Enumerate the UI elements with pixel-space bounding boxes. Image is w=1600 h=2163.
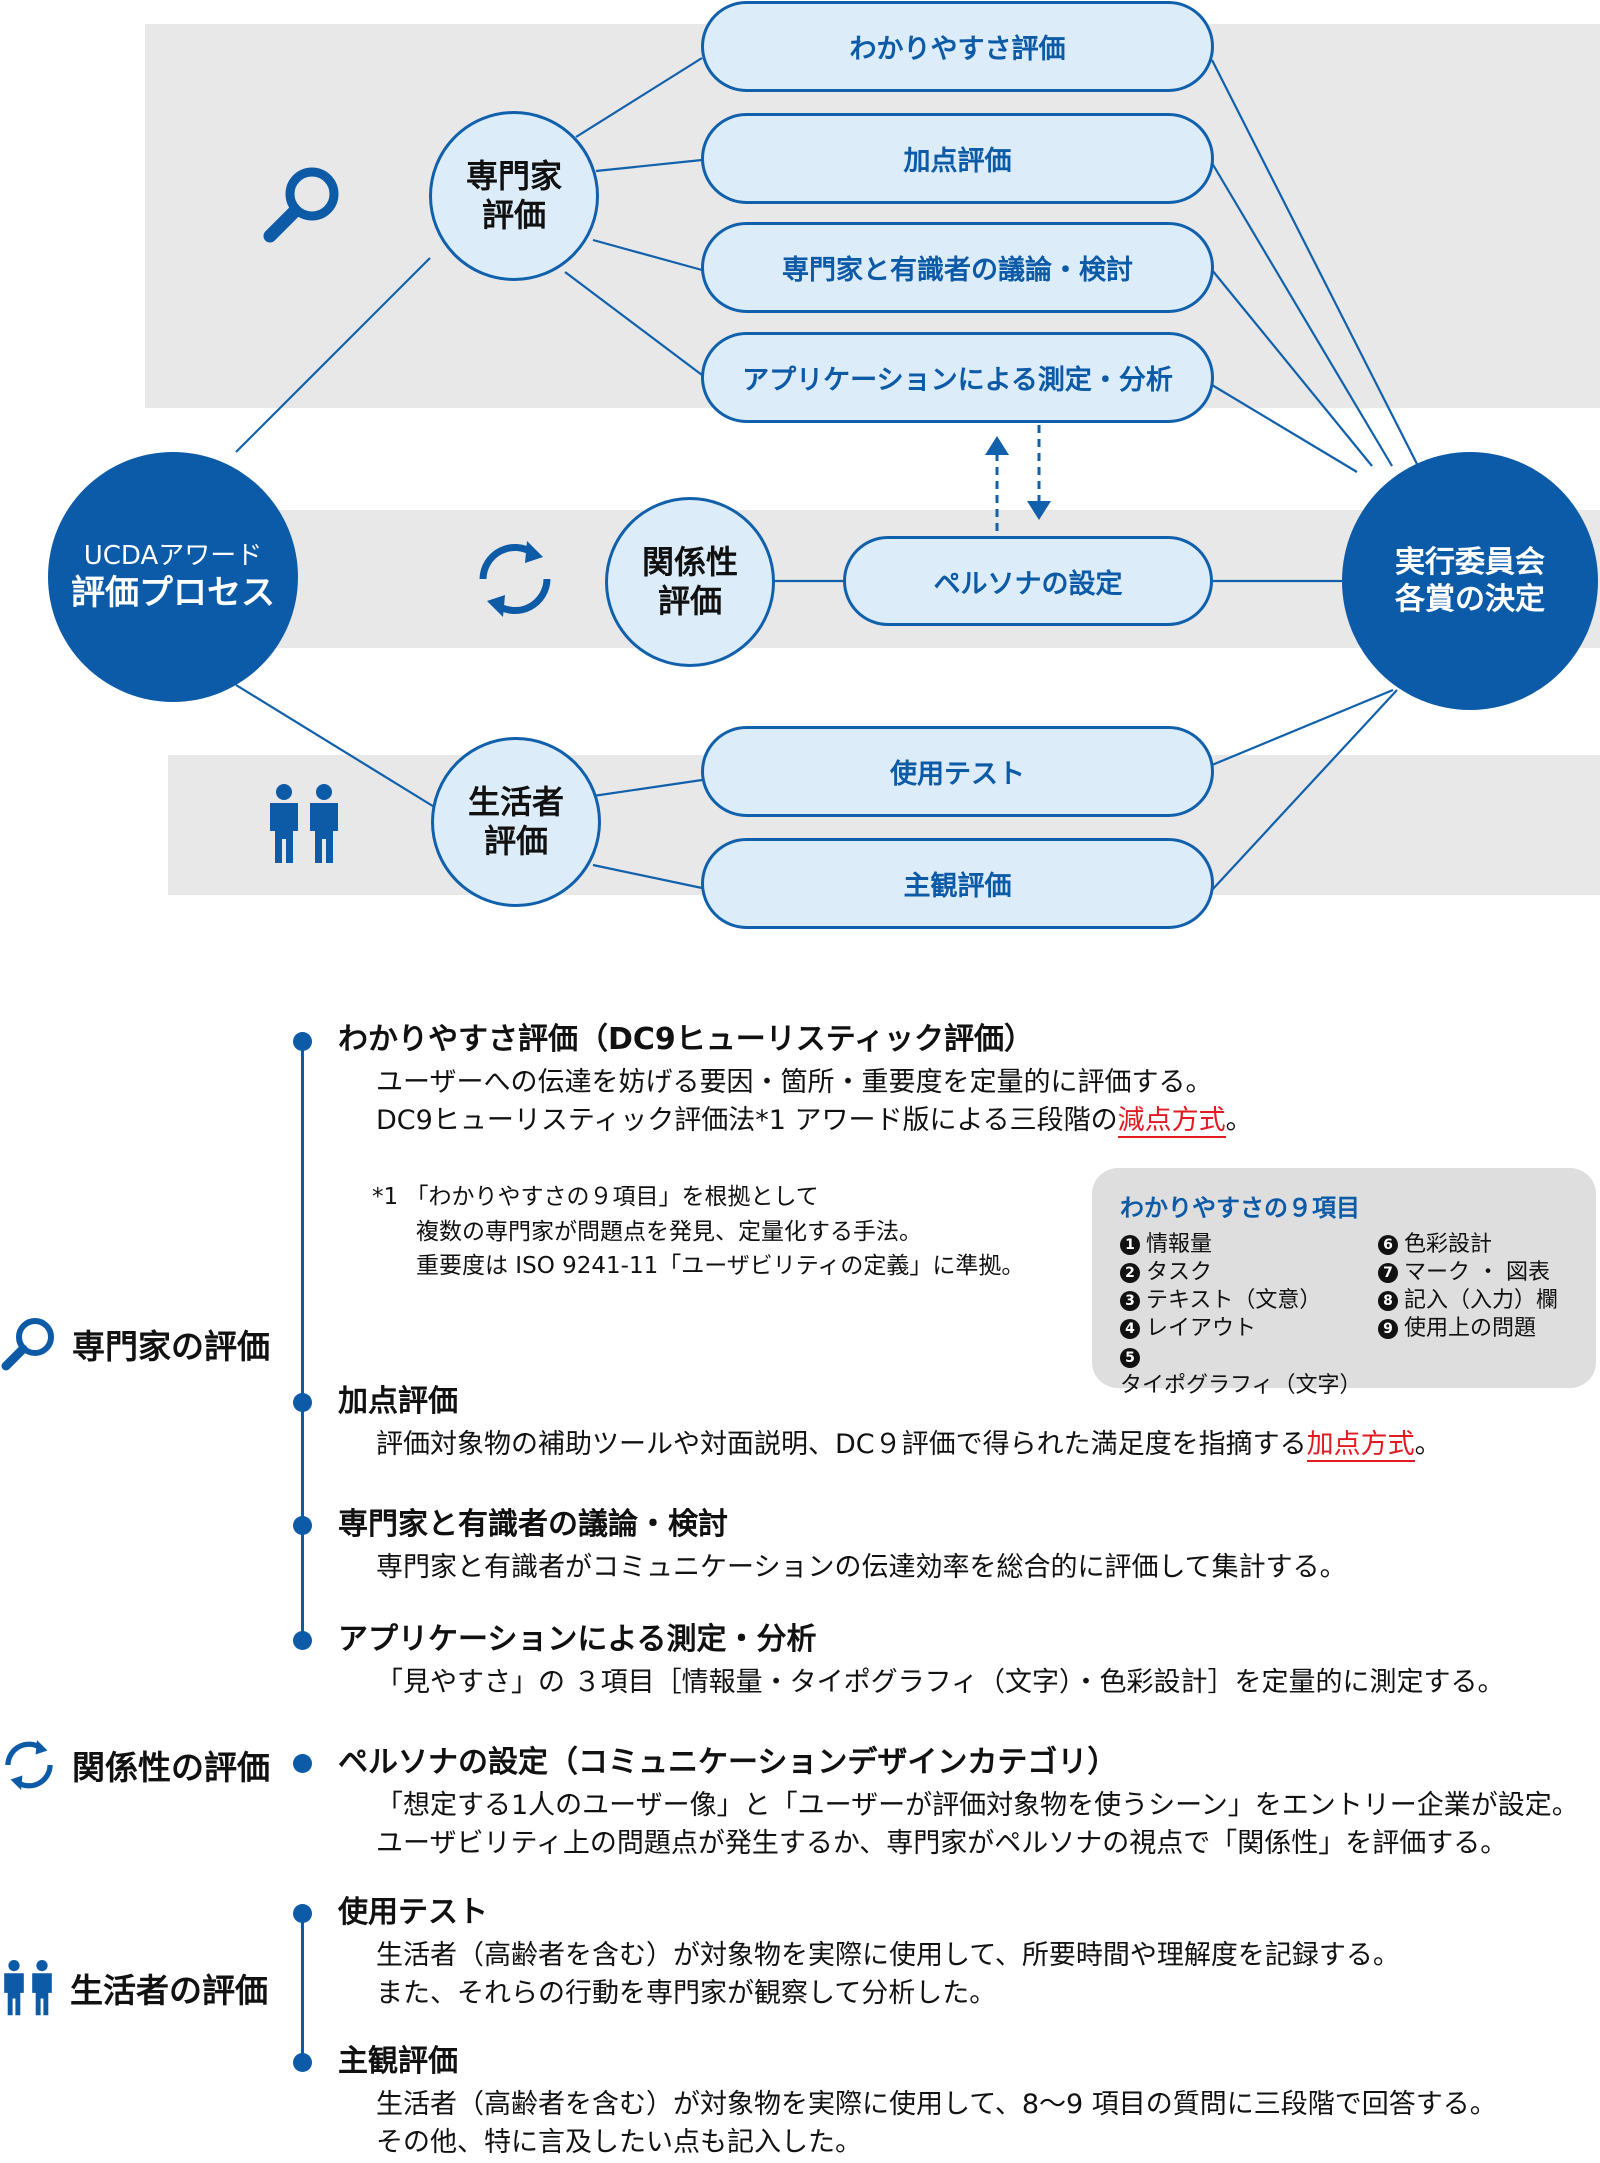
- section-expert-label: 専門家の評価: [72, 1327, 270, 1366]
- bullet-clarity: [293, 1032, 312, 1051]
- entry-clarity-title: わかりやすさ評価（DC9ヒューリスティック評価）: [338, 1022, 1034, 1057]
- nine-item: 5タイポグラフィ（文字）: [1120, 1347, 1362, 1398]
- entry-subjective-text: 生活者（高齢者を含む）が対象物を実際に使用して、8～9 項目の質問に三段階で回答…: [376, 2086, 1580, 2163]
- entry-clarity-line2-end: 。: [1225, 1105, 1253, 1137]
- footnote-line3: 重要度は ISO 9241-11「ユーザビリティの定義」に準拠。: [416, 1253, 1025, 1279]
- process-title-line1: UCDAアワード: [83, 540, 263, 571]
- cycle-arrows-icon: [479, 541, 551, 617]
- section-consumer: 生活者の評価: [0, 1958, 268, 2018]
- footnote: *1 「わかりやすさの９項目」を根拠として 複数の専門家が問題点を発見、定量化す…: [372, 1180, 1024, 1284]
- timeline-line-consumer: [301, 1912, 304, 2060]
- entry-bonus: 加点評価 評価対象物の補助ツールや対面説明、DC９評価で得られた満足度を指摘する…: [338, 1384, 1580, 1464]
- timeline-line-expert: [301, 1040, 304, 1640]
- entry-discussion-title: 専門家と有識者の議論・検討: [338, 1507, 728, 1542]
- people-icon: [4, 1960, 52, 2016]
- entry-usage-text: 生活者（高齢者を含む）が対象物を実際に使用して、所要時間や理解度を記録する。 ま…: [376, 1937, 1580, 2014]
- entry-subjective-line2: その他、特に言及したい点も記入した。: [376, 2127, 862, 2159]
- entry-persona-text: 「想定する1人のユーザー像」と「ユーザーが評価対象物を使うシーン」をエントリー企…: [376, 1787, 1580, 1864]
- section-relation-label: 関係性の評価: [72, 1748, 270, 1787]
- entry-app: アプリケーションによる測定・分析 「見やすさ」の ３項目［情報量・タイポグラフィ…: [338, 1622, 1580, 1702]
- entry-bonus-line1-end: 。: [1414, 1429, 1442, 1460]
- pill-clarity: わかりやすさ評価: [701, 1, 1214, 92]
- bullet-persona: [293, 1754, 312, 1773]
- expert-node: 専門家 評価: [429, 111, 599, 281]
- pill-usage: 使用テスト: [701, 726, 1214, 817]
- relation-node-line2: 評価: [657, 582, 722, 620]
- people-icon: [270, 784, 338, 863]
- decision-circle: 実行委員会 各賞の決定: [1342, 452, 1598, 710]
- entry-persona: ペルソナの設定（コミュニケーションデザインカテゴリ） 「想定する1人のユーザー像…: [338, 1745, 1580, 1864]
- entry-app-line1: 「見やすさ」の ３項目［情報量・タイポグラフィ（文字）・色彩設計］を定量的に測定…: [376, 1667, 1505, 1698]
- relation-node: 関係性 評価: [605, 497, 775, 667]
- entry-persona-line2: ユーザビリティ上の問題点が発生するか、専門家がペルソナの視点で「関係性」を評価す…: [376, 1828, 1508, 1860]
- entry-subjective: 主観評価 生活者（高齢者を含む）が対象物を実際に使用して、8～9 項目の質問に三…: [338, 2044, 1580, 2163]
- deduction-method-highlight: 減点方式: [1117, 1105, 1226, 1139]
- entry-usage-line1: 生活者（高齢者を含む）が対象物を実際に使用して、所要時間や理解度を記録する。: [376, 1940, 1400, 1971]
- entry-bonus-title: 加点評価: [338, 1384, 458, 1419]
- section-relation: 関係性の評価: [0, 1736, 270, 1794]
- entry-app-title: アプリケーションによる測定・分析: [338, 1622, 817, 1657]
- bullet-subjective: [293, 2053, 312, 2072]
- evaluation-process-diagram: UCDAアワード 評価プロセス 実行委員会 各賞の決定 専門家 評価 関係性 評…: [0, 0, 1600, 940]
- section-consumer-label: 生活者の評価: [70, 1971, 268, 2010]
- entry-persona-title: ペルソナの設定（コミュニケーションデザインカテゴリ）: [338, 1745, 1118, 1780]
- decision-line1: 実行委員会: [1395, 544, 1545, 580]
- relation-node-line1: 関係性: [641, 542, 738, 581]
- pill-persona: ペルソナの設定: [843, 536, 1213, 626]
- footnote-line1: *1 「わかりやすさの９項目」を根拠として: [372, 1184, 819, 1210]
- pill-app: アプリケーションによる測定・分析: [701, 332, 1214, 423]
- bonus-method-highlight: 加点方式: [1306, 1429, 1415, 1462]
- bullet-usage: [293, 1904, 312, 1923]
- entry-usage-title: 使用テスト: [338, 1895, 488, 1930]
- cycle-arrows-icon: [5, 1739, 53, 1791]
- entry-clarity-line1: ユーザーへの伝達を妨げる要因・箇所・重要度を定量的に評価する。: [376, 1067, 1213, 1098]
- pill-subjective: 主観評価: [701, 838, 1214, 929]
- consumer-node: 生活者 評価: [431, 737, 601, 907]
- entry-discussion-line1: 専門家と有識者がコミュニケーションの伝達効率を総合的に評価して集計する。: [376, 1552, 1347, 1583]
- entry-clarity-line2: DC9ヒューリスティック評価法*1 アワード版による三段階の: [376, 1105, 1118, 1137]
- bullet-bonus: [293, 1393, 312, 1412]
- entry-bonus-line1: 評価対象物の補助ツールや対面説明、DC９評価で得られた満足度を指摘する: [376, 1429, 1307, 1460]
- entry-clarity: わかりやすさ評価（DC9ヒューリスティック評価） ユーザーへの伝達を妨げる要因・…: [338, 1022, 1580, 1141]
- pill-discussion: 専門家と有識者の議論・検討: [701, 222, 1214, 313]
- magnifier-icon: [263, 167, 339, 243]
- decision-line2: 各賞の決定: [1395, 582, 1545, 617]
- section-expert: 専門家の評価: [0, 1315, 270, 1373]
- consumer-node-line1: 生活者: [467, 782, 564, 821]
- pill-bonus: 加点評価: [701, 113, 1214, 204]
- consumer-node-line2: 評価: [483, 822, 548, 860]
- expert-node-line1: 専門家: [465, 156, 562, 195]
- entry-usage-line2: また、それらの行動を専門家が観察して分析した。: [376, 1978, 997, 2010]
- nine-items-title: わかりやすさの９項目: [1120, 1194, 1360, 1222]
- entry-clarity-text: ユーザーへの伝達を妨げる要因・箇所・重要度を定量的に評価する。 DC9ヒューリス…: [376, 1064, 1580, 1141]
- entry-usage: 使用テスト 生活者（高齢者を含む）が対象物を実際に使用して、所要時間や理解度を記…: [338, 1895, 1580, 2014]
- entry-discussion: 専門家と有識者の議論・検討 専門家と有識者がコミュニケーションの伝達効率を総合的…: [338, 1507, 1580, 1587]
- bullet-discussion: [293, 1516, 312, 1535]
- footnote-line2: 複数の専門家が問題点を発見、定量化する手法。: [416, 1218, 922, 1245]
- entry-subjective-line1: 生活者（高齢者を含む）が対象物を実際に使用して、8～9 項目の質問に三段階で回答…: [376, 2089, 1497, 2120]
- entry-subjective-title: 主観評価: [338, 2044, 458, 2079]
- award-process-circle: UCDAアワード 評価プロセス: [48, 452, 298, 702]
- entry-persona-line1: 「想定する1人のユーザー像」と「ユーザーが評価対象物を使うシーン」をエントリー企…: [376, 1790, 1579, 1821]
- process-title-line2: 評価プロセス: [71, 573, 275, 613]
- magnifier-icon: [1, 1318, 54, 1371]
- entry-bonus-text: 評価対象物の補助ツールや対面説明、DC９評価で得られた満足度を指摘する加点方式。: [376, 1426, 1580, 1464]
- bullet-app: [293, 1631, 312, 1650]
- expert-node-line2: 評価: [481, 196, 546, 234]
